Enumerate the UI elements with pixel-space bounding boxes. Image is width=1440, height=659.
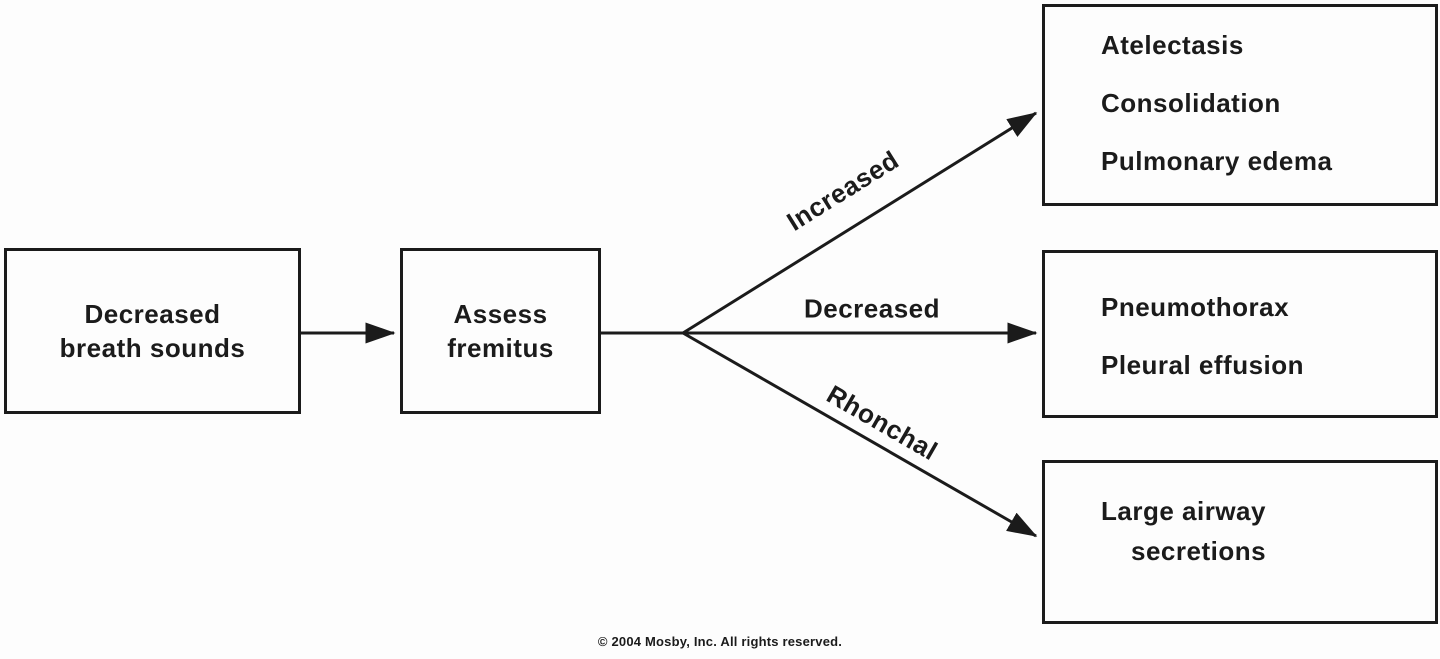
outcome-atelectasis: Atelectasis <box>1101 30 1244 60</box>
outcome-pleural-effusion: Pleural effusion <box>1101 350 1305 380</box>
outcome-large-airway-line-1: Large airway <box>1101 496 1266 526</box>
outcome-box-rhonchal-fremitus: Large airway secretions <box>1042 460 1438 624</box>
outcome-consolidation: Consolidation <box>1101 88 1281 118</box>
start-box-decreased-breath-sounds: Decreased breath sounds <box>4 248 301 414</box>
start-box-line-2: breath sounds <box>59 333 246 363</box>
assess-box-line-2: fremitus <box>447 333 554 363</box>
outcome-box-decreased-fremitus: Pneumothorax Pleural effusion <box>1042 250 1438 418</box>
arrow-rhonchal-branch <box>682 331 1038 538</box>
copyright-notice: © 2004 Mosby, Inc. All rights reserved. <box>597 634 843 649</box>
outcome-pneumothorax: Pneumothorax <box>1101 292 1290 322</box>
assess-fremitus-box: Assess fremitus <box>400 248 601 414</box>
branch-label-decreased: Decreased <box>803 293 941 324</box>
outcome-large-airway-line-2: secretions <box>1131 536 1267 566</box>
outcome-box-increased-fremitus: Atelectasis Consolidation Pulmonary edem… <box>1042 4 1438 206</box>
arrow-increased-branch <box>682 111 1038 335</box>
assess-box-line-1: Assess <box>453 299 548 329</box>
start-box-line-1: Decreased <box>84 299 221 329</box>
outcome-pulmonary-edema: Pulmonary edema <box>1101 146 1333 176</box>
